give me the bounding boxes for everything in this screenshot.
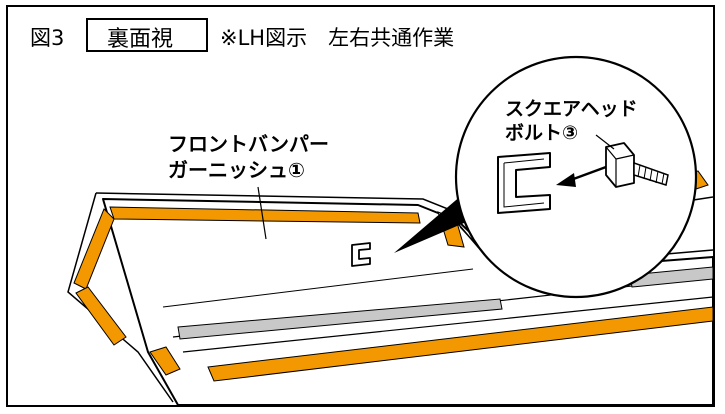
tape-strip-bottom [207, 306, 713, 382]
bolt-name-line2: ボルト③ [505, 122, 579, 144]
bolt-name-line1: スクエアヘッド [505, 98, 638, 120]
square-head-bolt-icon [605, 142, 669, 188]
clip-slot-enlarged-icon [497, 152, 551, 214]
part-name-line1: フロントバンパー [168, 132, 329, 156]
direction-arrow-icon [556, 173, 576, 187]
tape-strip-top [109, 206, 421, 224]
tape-strip-lower-left [75, 286, 127, 346]
header-note: ※LH図示 左右共通作業 [220, 26, 455, 50]
garnish-inner-line-2 [182, 296, 713, 353]
figure-number: 図3 [30, 26, 65, 50]
view-label: 裏面視 [107, 27, 174, 52]
part-name-line2: ガーニッシュ① [168, 158, 305, 182]
part-leader-line [257, 186, 267, 240]
garnish-inner-line-3 [162, 268, 474, 308]
bumper-garnish-illustration [67, 55, 713, 405]
clip-slot-enlarged-inner [503, 158, 545, 208]
bolt-leader-line [595, 134, 615, 150]
view-label-box [86, 18, 208, 52]
clip-slot-icon [351, 242, 371, 267]
gray-strip-center [177, 298, 503, 340]
tape-strip-bottom-left [149, 346, 181, 376]
figure-frame [6, 5, 715, 407]
